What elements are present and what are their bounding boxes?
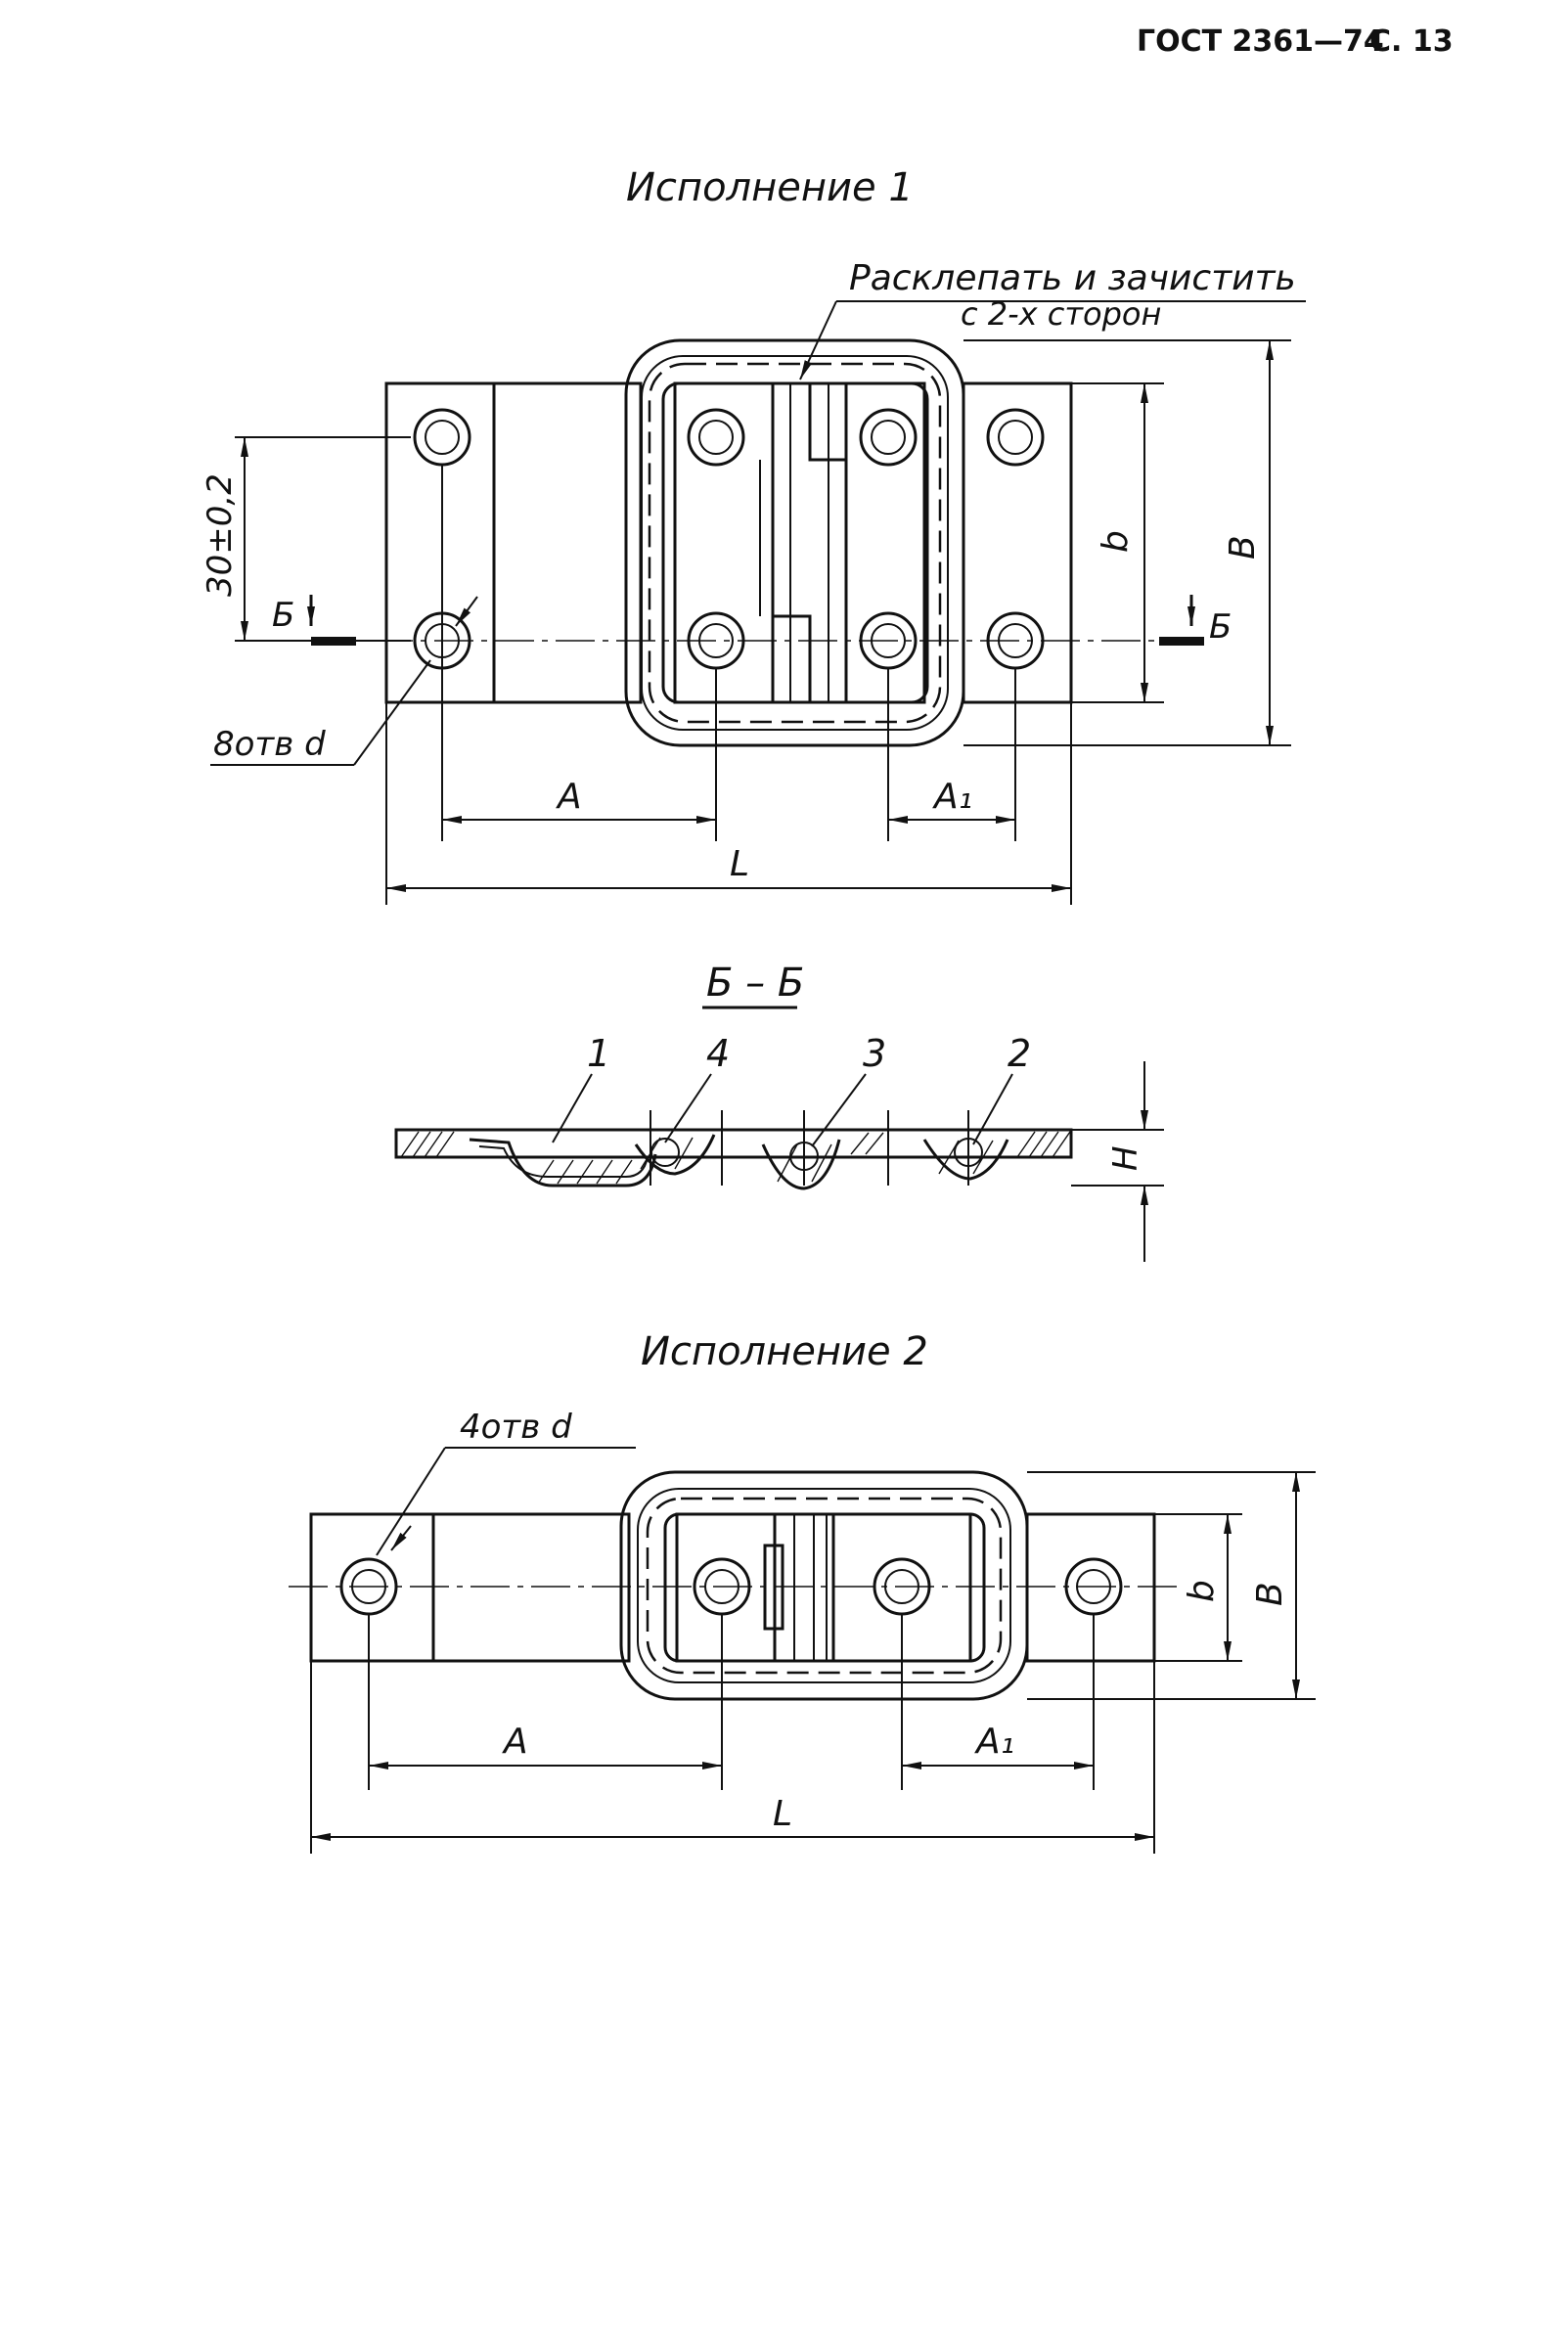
right-leaf <box>844 381 926 704</box>
position-4: 4 <box>706 1032 730 1075</box>
v2-frame-inner <box>663 1512 986 1663</box>
dim-A1-view2: A₁ <box>974 1722 1014 1762</box>
v2-right-strap <box>1025 1512 1156 1663</box>
dim-b-view2: b <box>1182 1580 1222 1602</box>
v2-left-strap <box>431 1512 631 1663</box>
frame-middle <box>641 355 949 731</box>
position-1: 1 <box>587 1032 610 1075</box>
holes-note-4: 4отв d <box>460 1408 572 1447</box>
tolerance-dim: 30±0,2 <box>201 473 240 597</box>
section-mark-right: Б <box>1209 607 1232 647</box>
section-plate <box>394 1128 1073 1159</box>
dim-b-view1: b <box>1096 530 1136 553</box>
section-view: Б – Б <box>394 961 1164 1262</box>
knuckle-left <box>773 381 846 702</box>
dim-A-view1: A <box>556 777 582 817</box>
v2-frame-outer <box>619 1470 1029 1701</box>
v2-frame-hidden <box>646 1497 1003 1675</box>
knuckle-right <box>771 383 848 618</box>
dim-A1-view1: A₁ <box>932 777 972 817</box>
dim-B-view1: B <box>1223 535 1263 560</box>
view-2: Исполнение 2 4отв d <box>289 1329 1316 1854</box>
frame-trough <box>469 1138 657 1187</box>
page-number: С. 13 <box>1369 24 1454 59</box>
left-strap-end <box>384 381 496 704</box>
frame-hidden-edge <box>648 362 942 724</box>
frame-inner <box>661 381 929 704</box>
position-3: 3 <box>863 1032 886 1075</box>
section-title: Б – Б <box>706 961 804 1006</box>
view-2-title: Исполнение 2 <box>641 1329 928 1374</box>
dim-L-view2: L <box>773 1794 792 1834</box>
left-strap <box>492 381 643 704</box>
v2-frame-middle <box>637 1488 1011 1683</box>
section-mark-left: Б <box>272 596 294 635</box>
holes-note-8: 8отв d <box>213 725 326 764</box>
dim-L-view1: L <box>730 844 749 884</box>
rivet-note-line1: Расклепать и зачистить <box>849 258 1296 298</box>
view-1: Исполнение 1 Расклепать и зачистить с 2-… <box>201 165 1306 905</box>
standard-number: ГОСТ 2361—74 <box>1137 24 1384 59</box>
right-strap <box>962 381 1073 704</box>
rivet-2 <box>922 1139 1009 1181</box>
v2-left-leaf <box>675 1512 777 1663</box>
rivet-3 <box>761 1139 841 1190</box>
dim-B-view2: B <box>1250 1582 1290 1606</box>
position-2: 2 <box>1008 1032 1031 1075</box>
dim-H: H <box>1106 1145 1145 1171</box>
v2-left-strap-end <box>309 1512 435 1663</box>
frame-outer <box>624 338 965 747</box>
dim-A-view2: A <box>502 1722 528 1762</box>
view-1-title: Исполнение 1 <box>626 165 914 210</box>
